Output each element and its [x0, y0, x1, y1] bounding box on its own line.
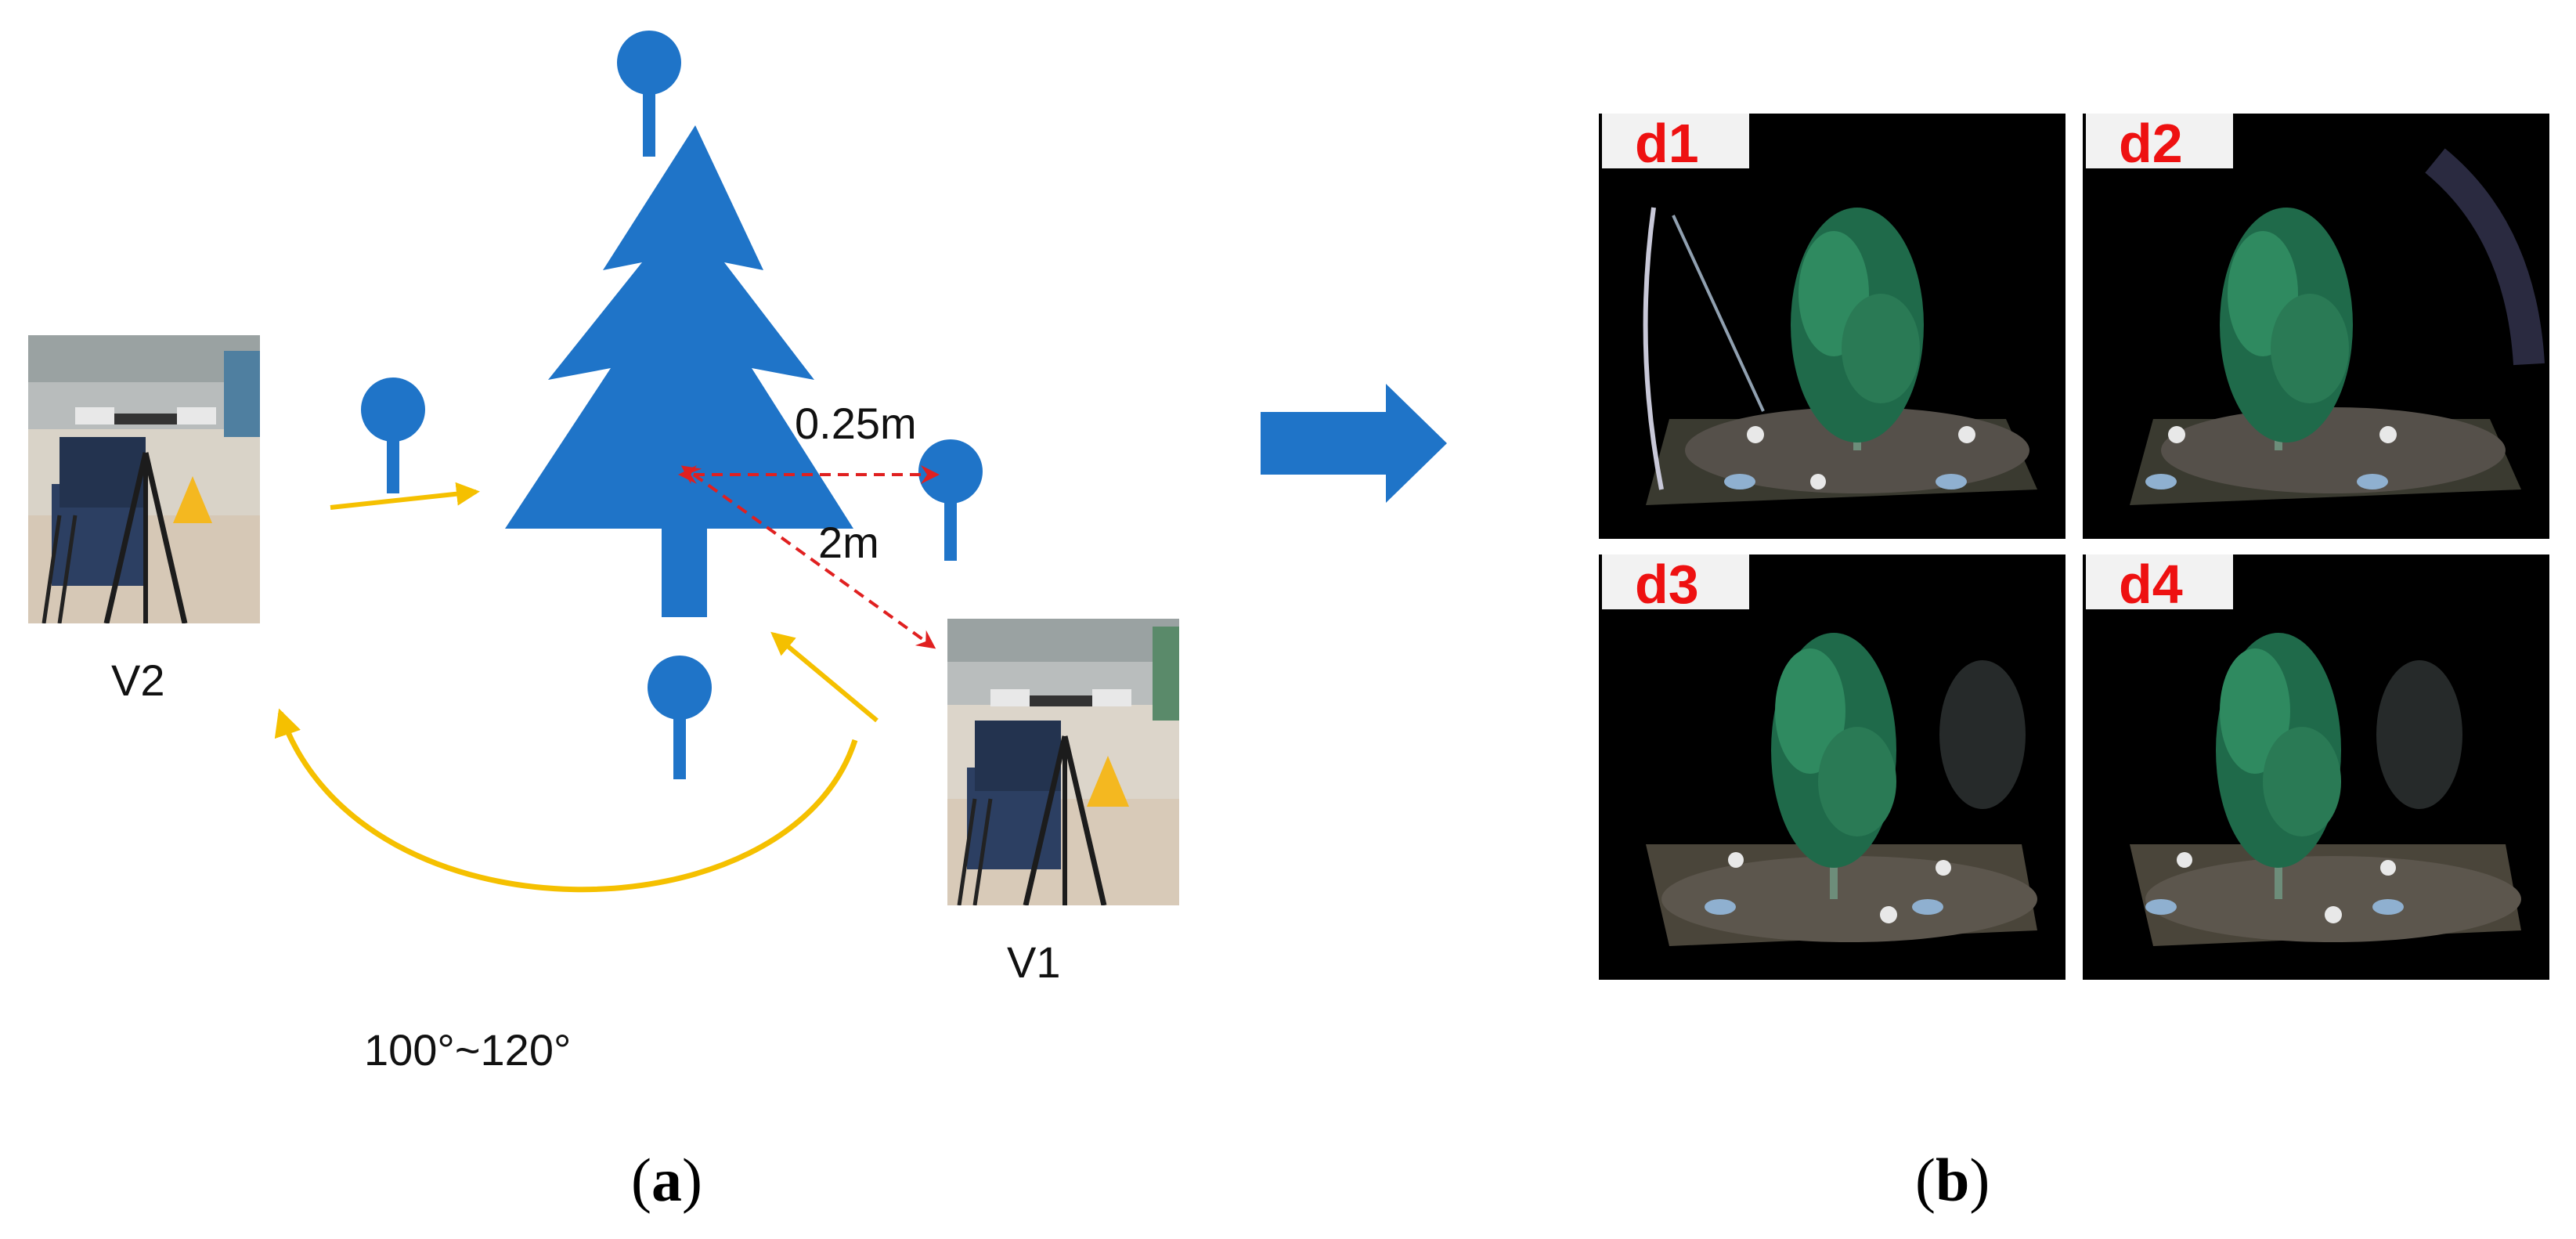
- camera-marker-right: [918, 439, 983, 561]
- depth-image-tag: d1: [1602, 114, 1749, 174]
- point-cloud-image: [2083, 554, 2549, 980]
- camera-rig-photo-v2: [28, 335, 260, 623]
- view-direction-arrow-v1: [770, 631, 879, 723]
- camera-rig-image: [947, 619, 1179, 905]
- camera-marker-top: [617, 31, 681, 157]
- depth-image-tag: d3: [1602, 554, 1749, 615]
- tree-icon: [505, 125, 853, 617]
- point-cloud-image: [2083, 114, 2549, 539]
- rotation-arc-arrow: [274, 708, 858, 893]
- distance-arrow-far: [680, 465, 936, 649]
- panel-b-caption: (b): [1915, 1146, 1990, 1214]
- camera-rig-image: [28, 335, 260, 623]
- angle-range-label: 100°~120°: [364, 1025, 572, 1075]
- camera-marker-left: [361, 377, 425, 493]
- depth-image-d3: d3: [1599, 554, 2065, 980]
- distance-label-far: 2m: [818, 518, 879, 567]
- depth-image-d2: d2: [2083, 114, 2549, 539]
- point-cloud-image: [1599, 554, 2065, 980]
- view-label-v1: V1: [1007, 937, 1061, 987]
- view-label-v2: V2: [111, 656, 165, 705]
- depth-image-tag: d2: [2086, 114, 2233, 174]
- point-cloud-image: [1599, 114, 2065, 539]
- camera-rig-photo-v1: [947, 619, 1179, 905]
- camera-marker-bottom: [648, 656, 712, 779]
- flow-arrow-icon: [1261, 384, 1447, 503]
- view-direction-arrow-v2: [330, 482, 480, 510]
- panel-a-caption: (a): [631, 1146, 702, 1214]
- depth-image-tag: d4: [2086, 554, 2233, 615]
- depth-image-d4: d4: [2083, 554, 2549, 980]
- distance-label-near: 0.25m: [795, 399, 917, 448]
- depth-image-d1: d1: [1599, 114, 2065, 539]
